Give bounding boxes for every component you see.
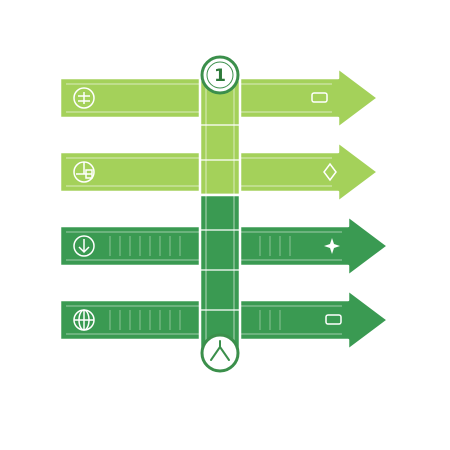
- badge-number: 1: [214, 66, 226, 86]
- top-badge: 1: [200, 55, 240, 95]
- connector-light-section: [198, 78, 242, 197]
- battery-icon: [311, 92, 328, 103]
- chart-box-icon: [73, 161, 95, 183]
- vertical-connector: [198, 78, 242, 352]
- globe-icon: [73, 309, 95, 331]
- sparkle-icon: [324, 238, 340, 254]
- download-icon: [73, 235, 95, 257]
- chevron-up-icon: [210, 340, 230, 361]
- diamond-star-icon: [323, 162, 337, 182]
- bottom-badge: [200, 333, 240, 373]
- battery-icon: [325, 314, 342, 325]
- gauge-icon: [73, 87, 95, 109]
